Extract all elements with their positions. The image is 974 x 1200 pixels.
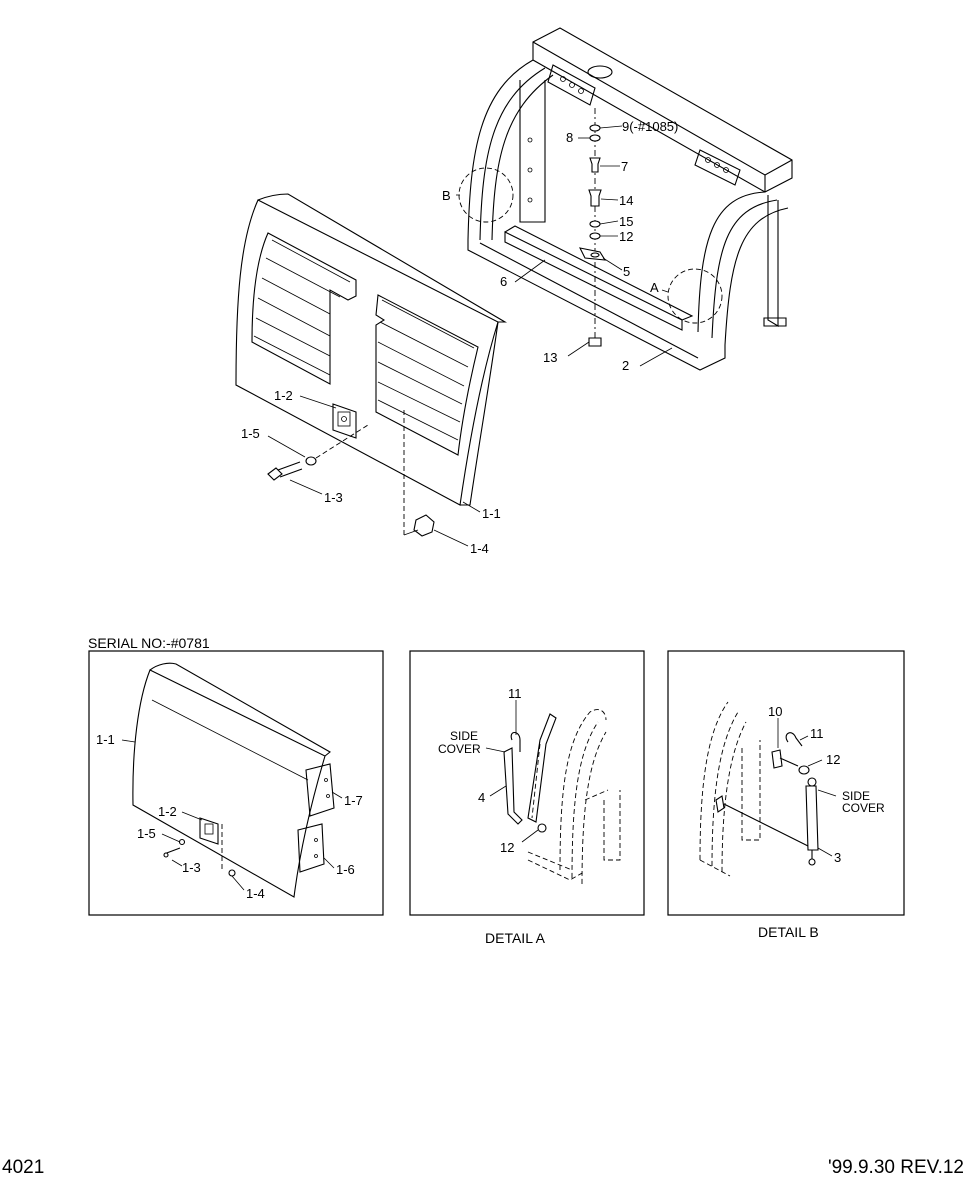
detail-a-label-12: 12 xyxy=(500,840,514,855)
inset-label-1-1: 1-1 xyxy=(96,732,115,747)
rear-frame xyxy=(456,27,793,371)
detail-b-label-cover: COVER xyxy=(842,801,885,815)
label-1-2: 1-2 xyxy=(274,388,293,403)
serial-note: SERIAL NO:-#0781 xyxy=(88,635,210,651)
inset-label-1-6: 1-6 xyxy=(336,862,355,877)
inset-serial-labels: 1-1 1-2 1-5 1-3 1-4 1-7 1-6 xyxy=(96,732,363,901)
main-part-labels: 9(-#1085) 8 7 14 15 12 5 6 13 2 A B xyxy=(442,119,678,373)
label-9: 9(-#1085) xyxy=(622,119,678,134)
revision-note: '99.9.30 REV.12 xyxy=(827,1157,964,1178)
label-B: B xyxy=(442,188,451,203)
rear-cover-panel xyxy=(235,193,508,547)
inset-label-1-4: 1-4 xyxy=(246,886,265,901)
detail-a-label-cover: COVER xyxy=(438,742,481,756)
label-2: 2 xyxy=(622,358,629,373)
inset-label-1-7: 1-7 xyxy=(344,793,363,808)
label-15: 15 xyxy=(619,214,633,229)
detail-b-label-3: 3 xyxy=(834,850,841,865)
inset-label-1-3: 1-3 xyxy=(182,860,201,875)
inset-label-1-2: 1-2 xyxy=(158,804,177,819)
detail-b-label-10: 10 xyxy=(768,704,782,719)
detail-a-label-11: 11 xyxy=(508,686,522,701)
inset-serial-panel xyxy=(121,662,343,898)
detail-b-labels: 10 11 12 SIDE COVER 3 xyxy=(768,704,885,865)
detail-b-caption: DETAIL B xyxy=(758,924,819,940)
detail-b-label-11: 11 xyxy=(810,726,824,741)
detail-a-label-4: 4 xyxy=(478,790,485,805)
detail-a-labels: 11 SIDE COVER 4 12 xyxy=(438,686,522,855)
label-1-5: 1-5 xyxy=(241,426,260,441)
label-7: 7 xyxy=(621,159,628,174)
label-1-3: 1-3 xyxy=(324,490,343,505)
label-1-4: 1-4 xyxy=(470,541,489,556)
label-12: 12 xyxy=(619,229,633,244)
label-A: A xyxy=(650,280,659,295)
detail-b-label-12: 12 xyxy=(826,752,840,767)
label-1-1: 1-1 xyxy=(482,506,501,521)
label-5: 5 xyxy=(623,264,630,279)
label-6: 6 xyxy=(500,274,507,289)
inset-serial-box xyxy=(88,650,384,916)
inset-label-1-5: 1-5 xyxy=(137,826,156,841)
detail-a-caption: DETAIL A xyxy=(485,930,546,946)
detail-b-label-side: SIDE xyxy=(842,789,870,803)
panel-part-labels: 1-2 1-5 1-3 1-1 1-4 xyxy=(241,388,501,556)
detail-a-drawing xyxy=(485,700,621,885)
detail-b-box xyxy=(667,650,905,916)
page-number: 4021 xyxy=(2,1157,45,1178)
label-13: 13 xyxy=(543,350,557,365)
label-14: 14 xyxy=(619,193,633,208)
detail-a-label-side: SIDE xyxy=(450,729,478,743)
detail-a-box xyxy=(409,650,645,916)
label-8: 8 xyxy=(566,130,573,145)
detail-b-drawing xyxy=(699,701,837,877)
